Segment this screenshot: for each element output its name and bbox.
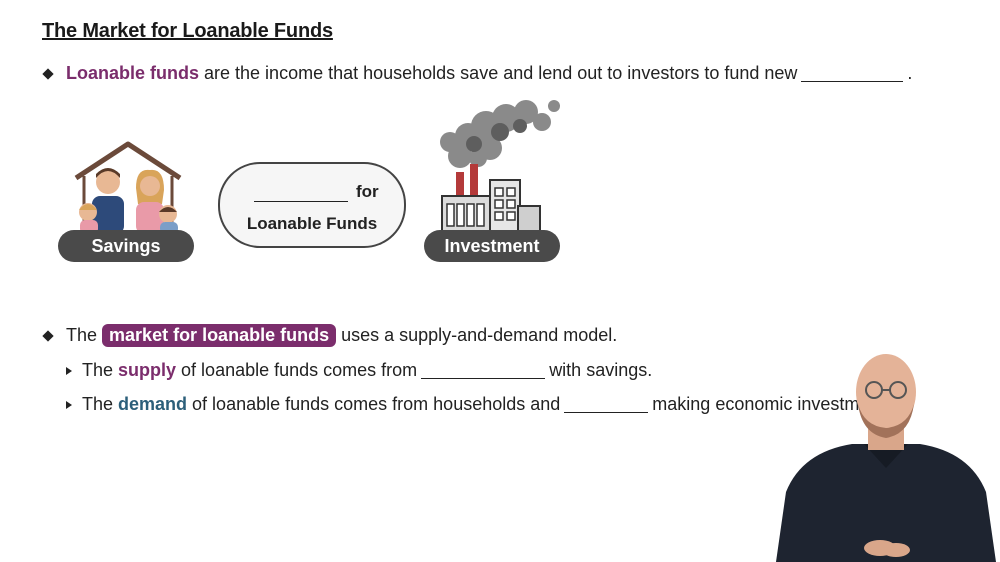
bullet1-end: .: [907, 63, 912, 84]
market-for-loanable-funds-box: for Loanable Funds: [218, 162, 406, 248]
family-house-icon: [70, 138, 186, 238]
investment-label: Investment: [424, 230, 560, 262]
sub1-suffix: with savings.: [549, 360, 652, 381]
sub-bullet-demand: The demand of loanable funds comes from …: [66, 394, 884, 415]
keyword-demand: demand: [118, 394, 187, 415]
market-blank: [254, 185, 348, 202]
bullet-loanable-funds-definition: Loanable funds are the income that house…: [44, 63, 912, 84]
sub2-prefix: The: [82, 394, 113, 415]
bullet1-text: are the income that households save and …: [204, 63, 797, 84]
supply-blank: [421, 362, 545, 379]
sub-bullet-supply: The supply of loanable funds comes from …: [66, 360, 652, 381]
highlight-market-for-loanable-funds: market for loanable funds: [102, 324, 336, 347]
bullet2-prefix: The: [66, 325, 97, 346]
bullet2-suffix: uses a supply-and-demand model.: [341, 325, 617, 346]
page-title: The Market for Loanable Funds: [42, 20, 333, 43]
diamond-bullet-icon: [42, 330, 53, 341]
keyword-loanable-funds: Loanable funds: [66, 63, 199, 84]
market-for-text: for: [356, 182, 379, 202]
sub2-middle: of loanable funds comes from households …: [192, 394, 560, 415]
sub1-prefix: The: [82, 360, 113, 381]
arrow-bullet-icon: [66, 367, 72, 375]
demand-blank: [564, 396, 648, 413]
presenter-video-overlay: [772, 352, 1000, 562]
arrow-bullet-icon: [66, 401, 72, 409]
fill-in-blank: [801, 65, 903, 82]
keyword-supply: supply: [118, 360, 176, 381]
diamond-bullet-icon: [42, 68, 53, 79]
market-loanable-funds-text: Loanable Funds: [220, 214, 404, 234]
sub1-middle: of loanable funds comes from: [181, 360, 417, 381]
savings-label: Savings: [58, 230, 194, 262]
bullet-market-model: The market for loanable funds uses a sup…: [44, 324, 617, 347]
factory-icon: [430, 96, 570, 238]
